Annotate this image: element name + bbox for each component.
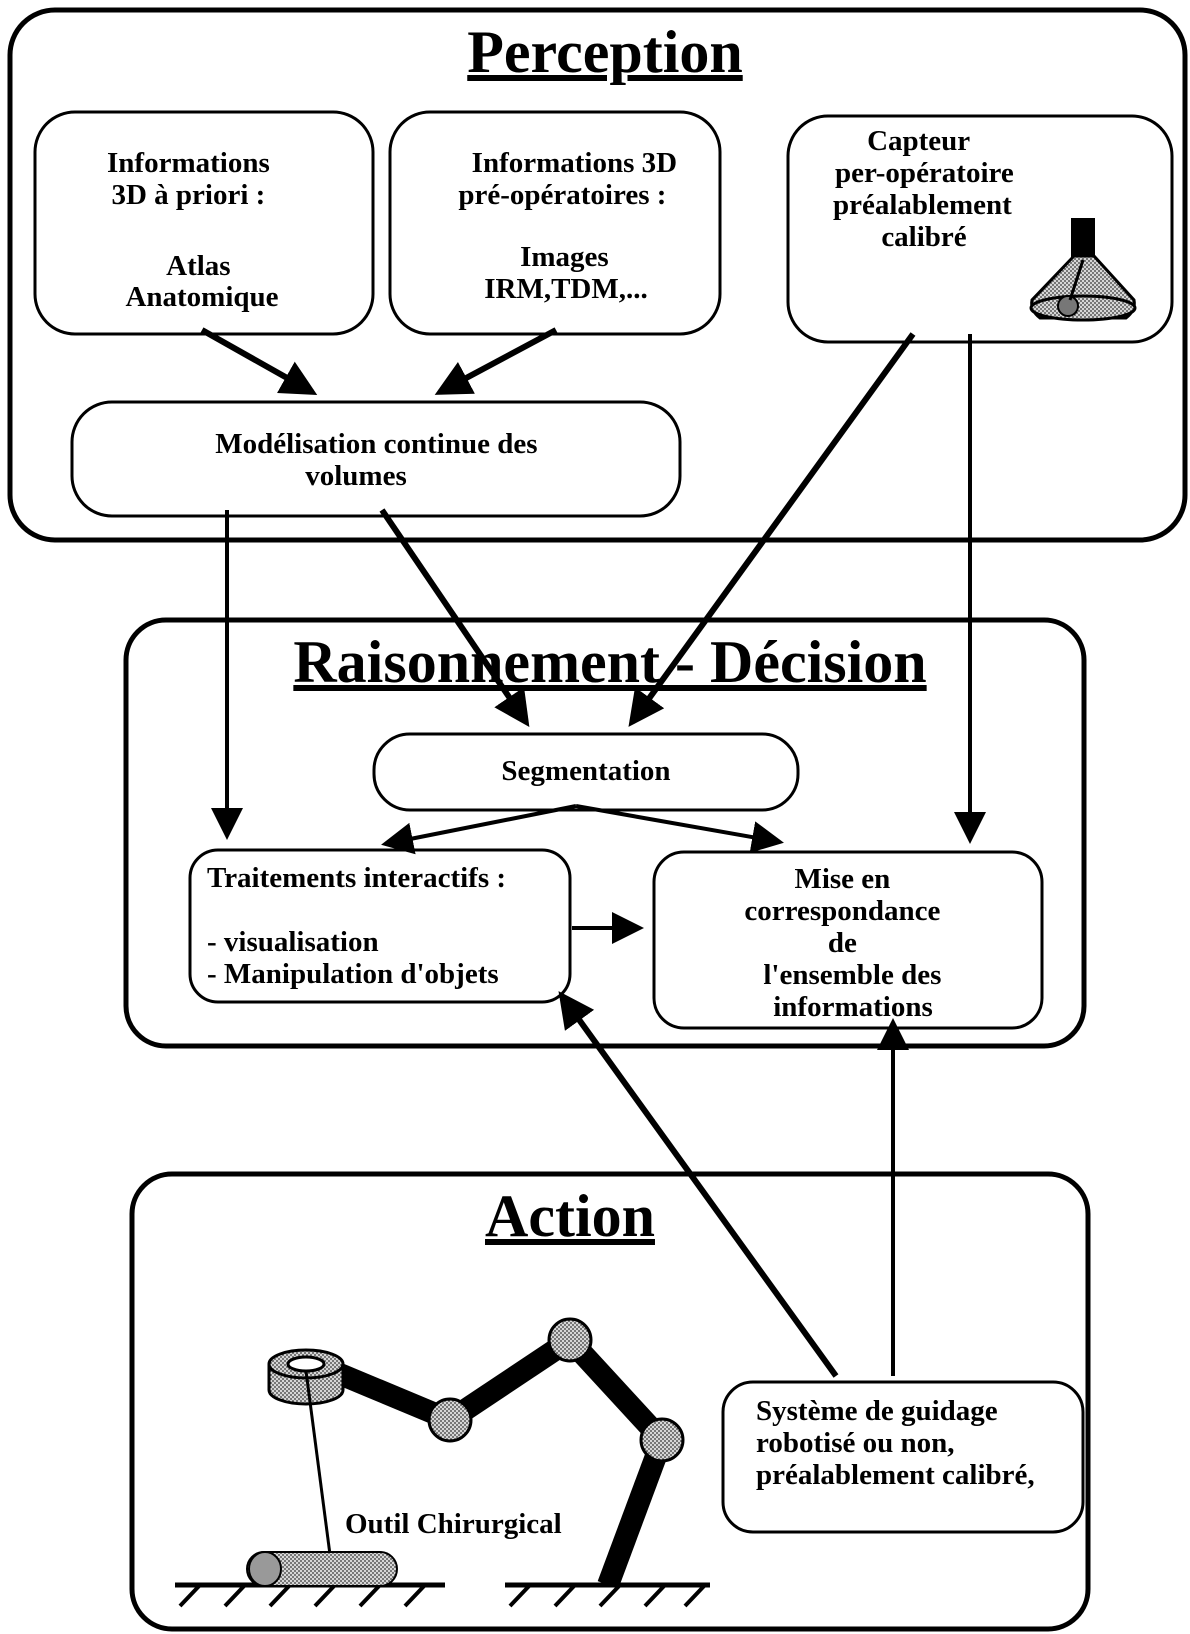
arrows [200, 327, 986, 1378]
mise-en-correspondance-text: Mise en correspondance de l'ensemble des… [744, 863, 948, 1023]
outil-chirurgical-label: Outil Chirurgical [345, 1508, 562, 1540]
arrow-images-to-modelisation [434, 327, 558, 395]
arrow-guidage-to-traitements [558, 991, 839, 1378]
info-pre-op-box [388, 110, 722, 336]
arrow-atlas-to-modelisation [200, 327, 318, 395]
decision-title: Raisonnement - Décision [293, 629, 926, 695]
modelisation-box [70, 400, 682, 518]
modelisation-text: Modélisation continue des volumes [215, 428, 545, 492]
capteur-text: Capteur per-opératoire préalablement cal… [833, 125, 1021, 253]
action-title: Action [485, 1183, 655, 1249]
info-a-priori-text: Informations 3D à priori : Atlas Anatomi… [107, 147, 279, 313]
traitements-text: Traitements interactifs : - visualisatio… [207, 862, 513, 990]
guidage-box [721, 1380, 1085, 1534]
perception-title: Perception [467, 19, 742, 85]
guidage-text: Système de guidage robotisé ou non, préa… [756, 1395, 1035, 1491]
arrow-segmentation-to-traitements [381, 804, 577, 855]
arrow-segmentation-to-mise [575, 804, 784, 853]
arrow-modelisation-to-segmentation [379, 508, 530, 727]
traitements-box [188, 848, 572, 1004]
info-pre-op-text: Informations 3D pré-opératoires : Images… [458, 147, 684, 305]
mise-en-correspondance-box [652, 850, 1044, 1030]
arrow-capteur-to-segmentation [628, 332, 916, 727]
segmentation-box [372, 732, 800, 812]
robot-arm-illustration [175, 1317, 710, 1608]
segmentation-text: Segmentation [501, 755, 670, 787]
sensor-icon [1029, 218, 1137, 322]
